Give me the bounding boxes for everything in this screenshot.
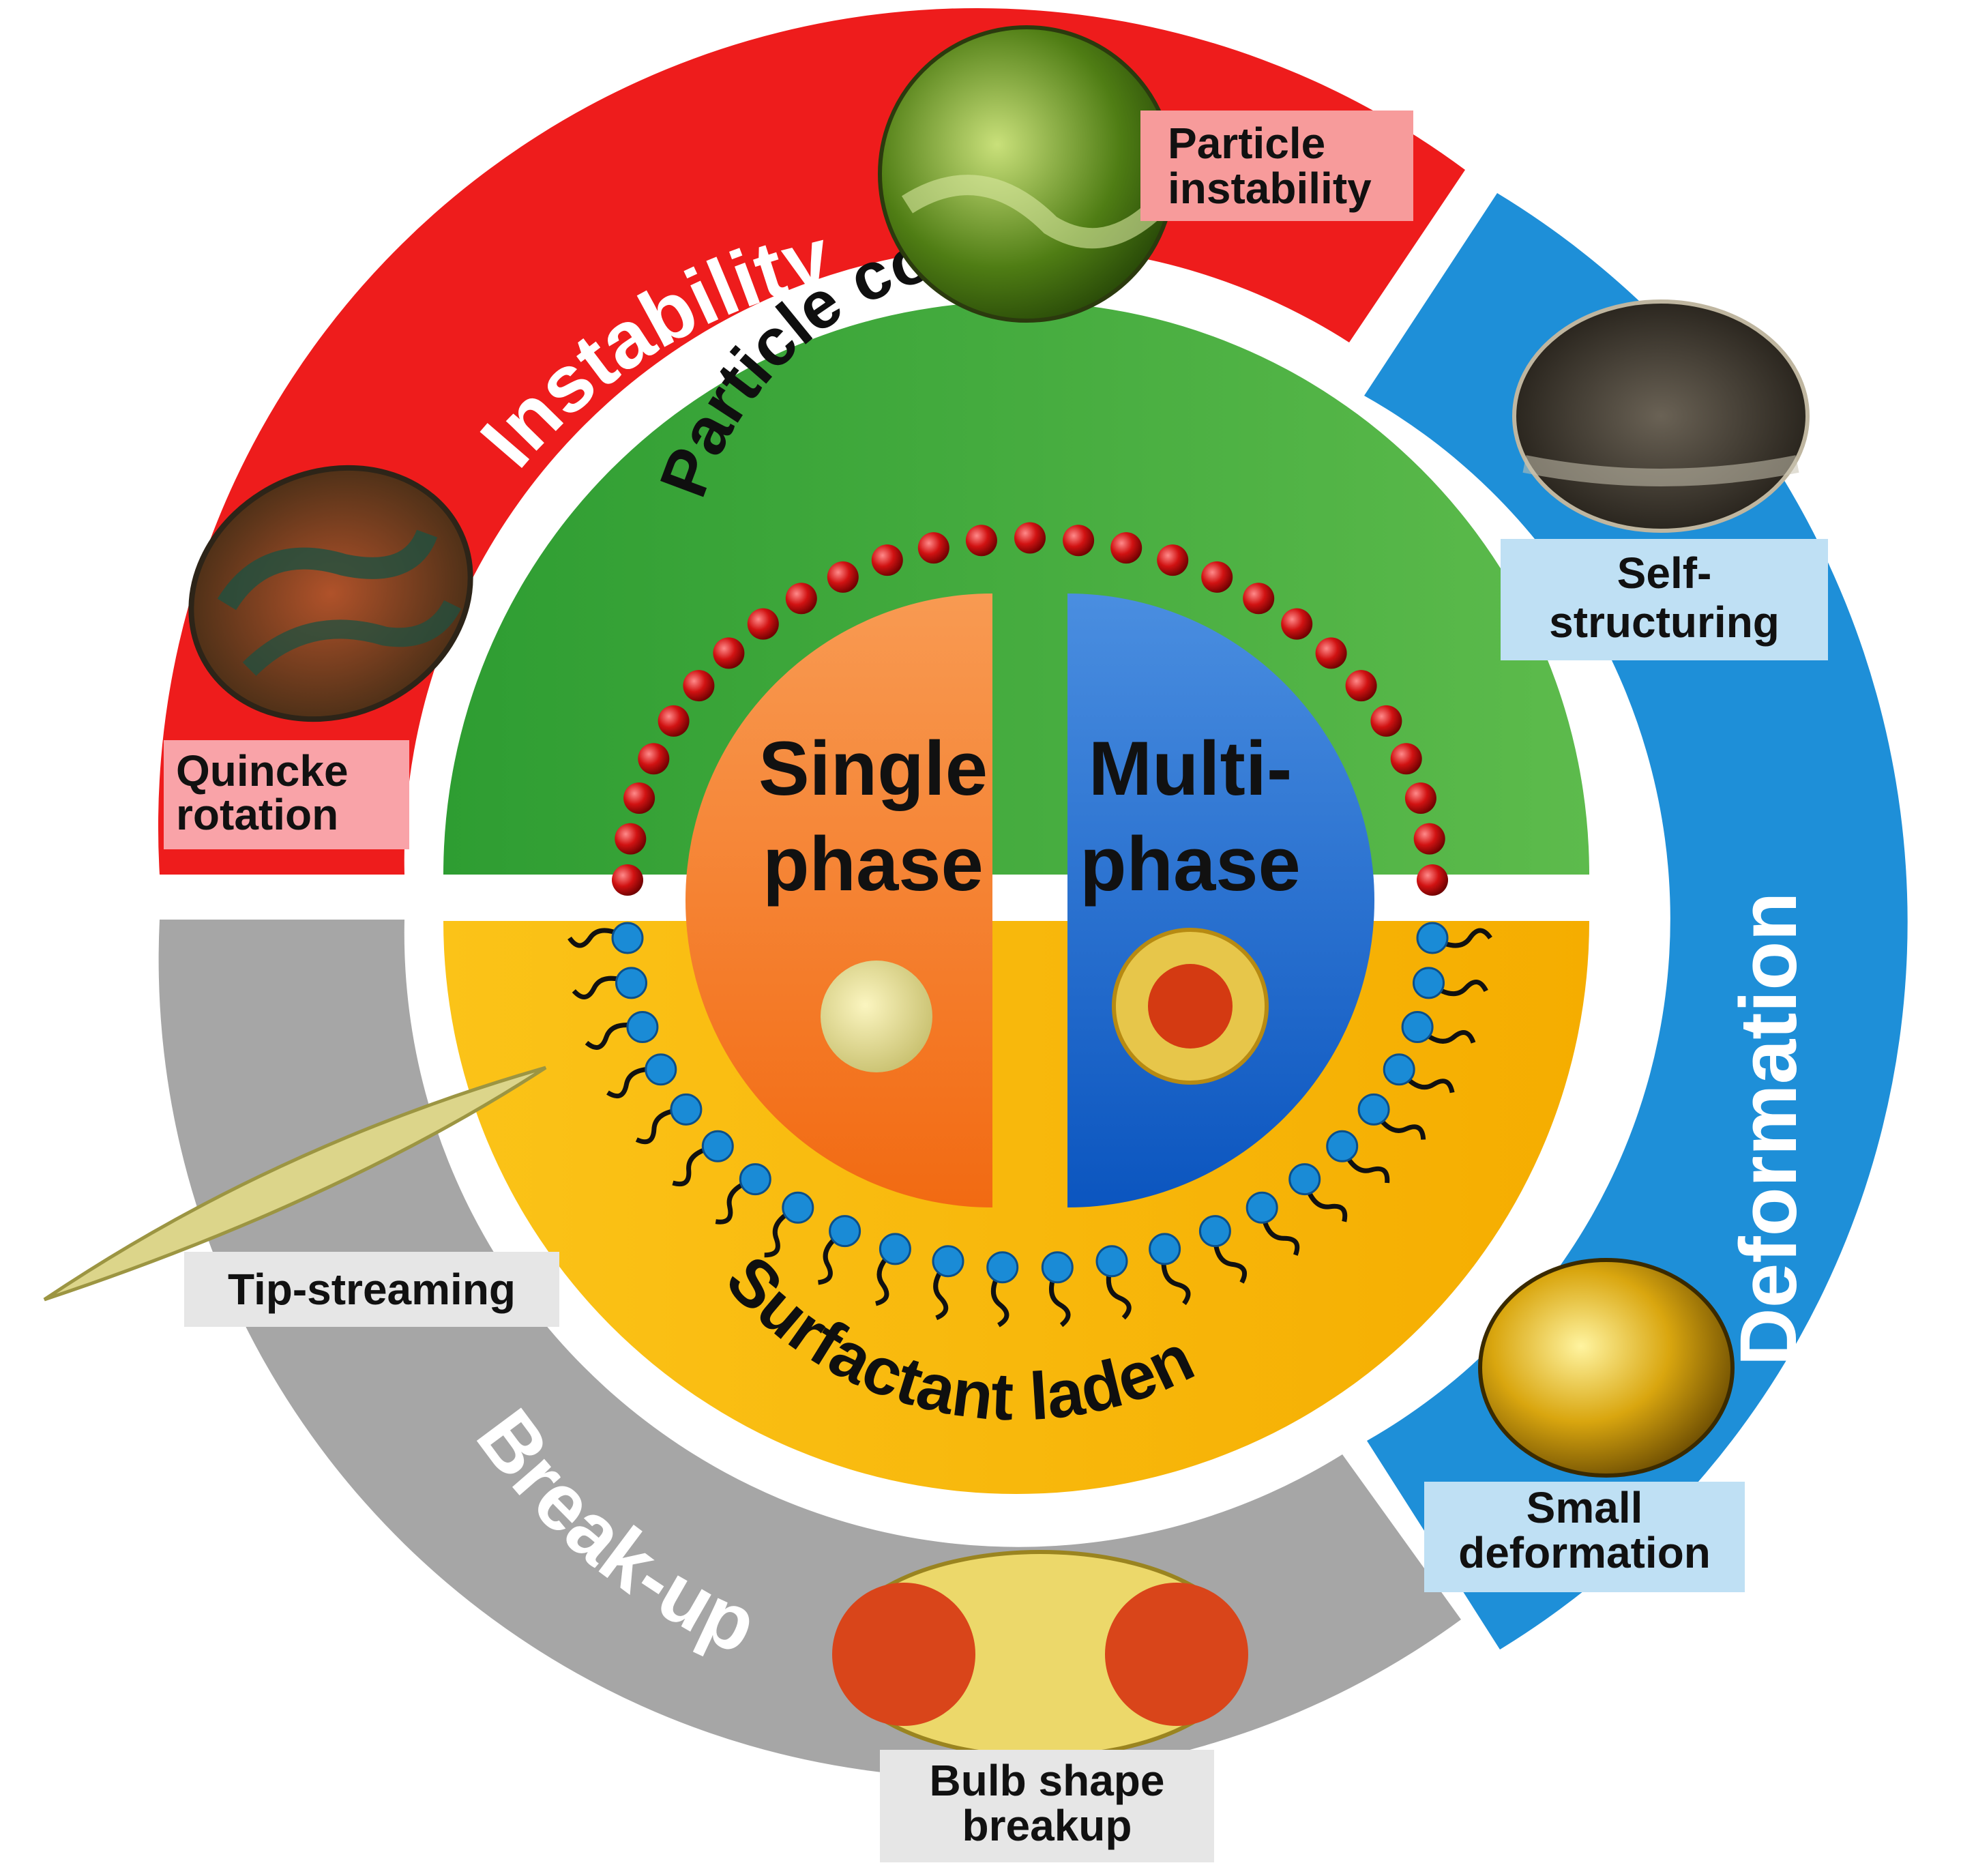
surfactant-molecule bbox=[764, 1191, 814, 1258]
tip-streaming-droplet bbox=[43, 1066, 547, 1302]
particle-bead bbox=[827, 561, 859, 593]
surfactant-chain bbox=[567, 922, 1492, 1328]
particle-bead bbox=[1417, 864, 1448, 896]
particle-bead bbox=[1014, 522, 1046, 554]
svg-text:deformation: deformation bbox=[1458, 1528, 1711, 1577]
particle-bead bbox=[612, 864, 643, 896]
quincke-rotation-caption: Quincke rotation bbox=[164, 740, 409, 849]
svg-text:Tip-streaming: Tip-streaming bbox=[228, 1265, 516, 1314]
single-phase-line2: phase bbox=[763, 821, 984, 907]
svg-text:instability: instability bbox=[1168, 164, 1372, 213]
surfactant-molecule bbox=[672, 1130, 734, 1187]
bulb-breakup-droplet bbox=[832, 1550, 1248, 1759]
particle-instability-droplet bbox=[878, 25, 1175, 323]
single-phase-droplet bbox=[821, 961, 932, 1072]
surfactant-molecule bbox=[715, 1163, 771, 1225]
particle-bead bbox=[1390, 743, 1422, 775]
surfactant-molecule bbox=[585, 1011, 659, 1050]
small-deformation-droplet bbox=[1478, 1258, 1735, 1478]
small-deformation-caption: Small deformation bbox=[1424, 1482, 1745, 1592]
surfactant-molecule bbox=[1326, 1130, 1390, 1184]
surfactant-molecule bbox=[1149, 1233, 1191, 1306]
self-structuring-caption: Self- structuring bbox=[1501, 539, 1828, 660]
surfactant-molecule bbox=[1198, 1215, 1247, 1284]
svg-text:Quincke: Quincke bbox=[176, 746, 349, 795]
particle-bead bbox=[1157, 544, 1189, 576]
self-structuring-droplet bbox=[1512, 299, 1810, 533]
particle-bead bbox=[1063, 525, 1095, 557]
surfactant-molecule bbox=[572, 967, 647, 999]
multi-phase-line1: Multi- bbox=[1089, 726, 1293, 811]
svg-text:Bulb shape: Bulb shape bbox=[930, 1756, 1165, 1805]
surfactant-molecule bbox=[1416, 922, 1492, 954]
multi-phase-line2: phase bbox=[1080, 821, 1301, 907]
particle-bead bbox=[1404, 782, 1436, 814]
particle-bead bbox=[965, 525, 997, 557]
particle-bead bbox=[615, 823, 647, 855]
particle-bead bbox=[871, 544, 903, 576]
particle-bead bbox=[917, 532, 949, 564]
particle-bead bbox=[658, 705, 690, 737]
surfactant-molecule bbox=[932, 1245, 964, 1321]
svg-text:Self-: Self- bbox=[1617, 548, 1712, 598]
particle-bead bbox=[683, 670, 715, 702]
svg-text:Particle: Particle bbox=[1168, 119, 1325, 168]
deformation-label: Deformation bbox=[1724, 892, 1814, 1366]
quincke-rotation-droplet bbox=[188, 465, 473, 722]
tip-streaming-caption: Tip-streaming bbox=[184, 1252, 559, 1327]
particle-bead bbox=[785, 583, 817, 615]
surfactant-molecule bbox=[635, 1093, 703, 1145]
surfactant-molecule bbox=[1288, 1163, 1348, 1222]
bulb-breakup-caption: Bulb shape breakup bbox=[880, 1750, 1214, 1862]
surfactant-molecule bbox=[1413, 967, 1488, 999]
surfactant-molecule bbox=[1357, 1093, 1426, 1140]
surfactant-molecule bbox=[606, 1053, 677, 1099]
particle-bead bbox=[1345, 670, 1377, 702]
particle-bead bbox=[747, 608, 779, 640]
surfactant-molecule bbox=[1383, 1053, 1455, 1094]
particle-instability-caption: Particle instability bbox=[1140, 111, 1413, 221]
single-phase-line1: Single bbox=[758, 726, 988, 811]
particle-bead bbox=[1413, 823, 1445, 855]
surfactant-molecule bbox=[1401, 1011, 1476, 1044]
surfactant-molecule bbox=[567, 922, 644, 954]
particle-bead bbox=[623, 782, 655, 814]
double-emulsion-droplet bbox=[1112, 928, 1269, 1085]
particle-bead bbox=[713, 637, 745, 669]
particle-chain bbox=[612, 522, 1448, 896]
particle-bead bbox=[1201, 561, 1233, 593]
svg-text:structuring: structuring bbox=[1549, 598, 1780, 647]
particle-bead bbox=[1243, 583, 1275, 615]
particle-bead bbox=[1370, 705, 1402, 737]
surfactant-molecule bbox=[1245, 1191, 1300, 1256]
surfactant-molecule bbox=[1041, 1251, 1074, 1328]
svg-text:rotation: rotation bbox=[176, 790, 338, 839]
particle-bead bbox=[1110, 532, 1142, 564]
surfactant-molecule bbox=[874, 1233, 911, 1306]
surfactant-molecule bbox=[1095, 1245, 1132, 1320]
particle-bead bbox=[1315, 637, 1347, 669]
surfactant-molecule bbox=[986, 1251, 1019, 1328]
surfactant-molecule bbox=[817, 1215, 861, 1285]
svg-text:breakup: breakup bbox=[962, 1801, 1132, 1850]
particle-bead bbox=[638, 743, 670, 775]
particle-bead bbox=[1281, 608, 1313, 640]
svg-text:Small: Small bbox=[1527, 1483, 1643, 1532]
